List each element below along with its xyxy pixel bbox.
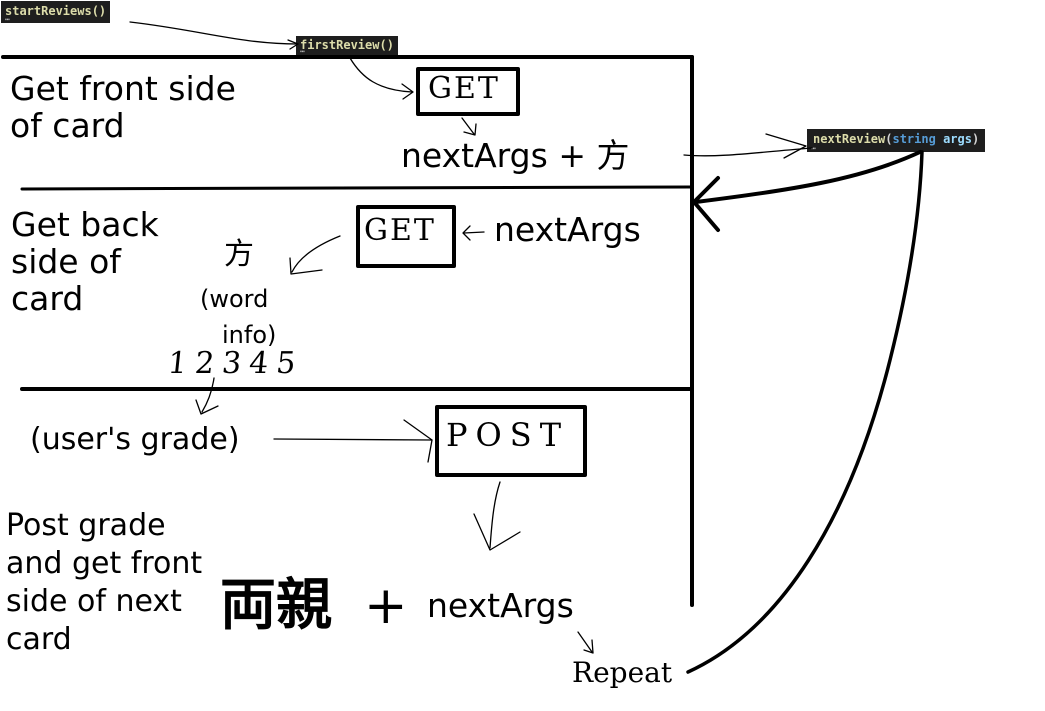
step3-title: Post grade and get front side of next ca… xyxy=(6,507,202,659)
arrow-get2-to-kanji xyxy=(291,235,341,273)
post-box xyxy=(435,405,587,477)
arrow-first-to-get xyxy=(349,57,413,93)
step2-kanji: 方 xyxy=(224,237,254,272)
step1-result-args: nextArgs xyxy=(401,136,548,175)
arrow-get-to-result xyxy=(461,117,475,135)
step1-result-plus: + xyxy=(558,136,586,175)
step2-word-info: (word info) xyxy=(200,281,276,353)
step2-title: Get back side of card xyxy=(11,206,159,317)
post-box-label: POST xyxy=(446,416,570,454)
step1-result-kanji: 方 xyxy=(596,136,630,175)
get-box-1 xyxy=(416,67,520,116)
step3-title-line1: Post grade xyxy=(6,508,166,543)
arrow-repeat-loop xyxy=(686,150,924,674)
step1-title-line1: Get front side xyxy=(10,69,236,108)
get-box-2 xyxy=(356,205,456,268)
first-review-chip: firstReview() ⋯ xyxy=(296,36,398,56)
divider-1 xyxy=(20,185,694,191)
step3-grade-label: (user's grade) xyxy=(30,422,240,457)
arrow-args-to-repeat xyxy=(577,631,593,653)
step2-title-line2: side of xyxy=(11,242,121,281)
first-review-label: firstReview() xyxy=(300,38,394,52)
step3-title-line3: side of next xyxy=(6,584,182,619)
get-box-2-label: GET xyxy=(364,213,436,248)
arrow-grade-to-post xyxy=(273,438,433,441)
arrow-start-to-first xyxy=(129,21,299,45)
step2-input-args: nextArgs xyxy=(494,210,641,249)
arrow-post-to-result xyxy=(489,481,501,549)
get-box-1-label: GET xyxy=(428,71,500,106)
step3-repeat: Repeat xyxy=(572,656,673,689)
step3-result-kanji: 両親 xyxy=(220,572,332,638)
step2-title-line3: card xyxy=(11,279,84,318)
next-review-type: string xyxy=(892,132,936,146)
step3-result-args: nextArgs xyxy=(427,586,574,625)
step1-title: Get front side of card xyxy=(10,70,236,144)
step2-word-info-line1: (word xyxy=(200,285,269,313)
start-reviews-label: startReviews() xyxy=(5,4,107,18)
next-review-arg: args xyxy=(943,132,972,146)
arrow-next-review-to-step2 xyxy=(694,150,922,204)
step3-result-plus: + xyxy=(364,576,408,636)
start-reviews-chip: startReviews() ⋯ xyxy=(1,1,111,24)
step1-title-line2: of card xyxy=(10,106,125,145)
arrow-result-to-next-review xyxy=(683,147,813,157)
next-review-chip: nextReview(string args) ⋯ xyxy=(807,129,986,153)
arrow-nextargs-to-get2 xyxy=(463,231,485,234)
step3-title-line4: card xyxy=(6,622,72,657)
step3-title-line2: and get front xyxy=(6,546,203,581)
step2-title-line1: Get back xyxy=(11,205,159,244)
arrow-grades-to-grade xyxy=(201,377,215,413)
next-review-fn: nextReview xyxy=(813,132,886,146)
step2-grades: 12345 xyxy=(166,346,306,381)
step2-word-info-line2: info) xyxy=(222,321,277,349)
step1-result: nextArgs + 方 xyxy=(401,137,629,174)
